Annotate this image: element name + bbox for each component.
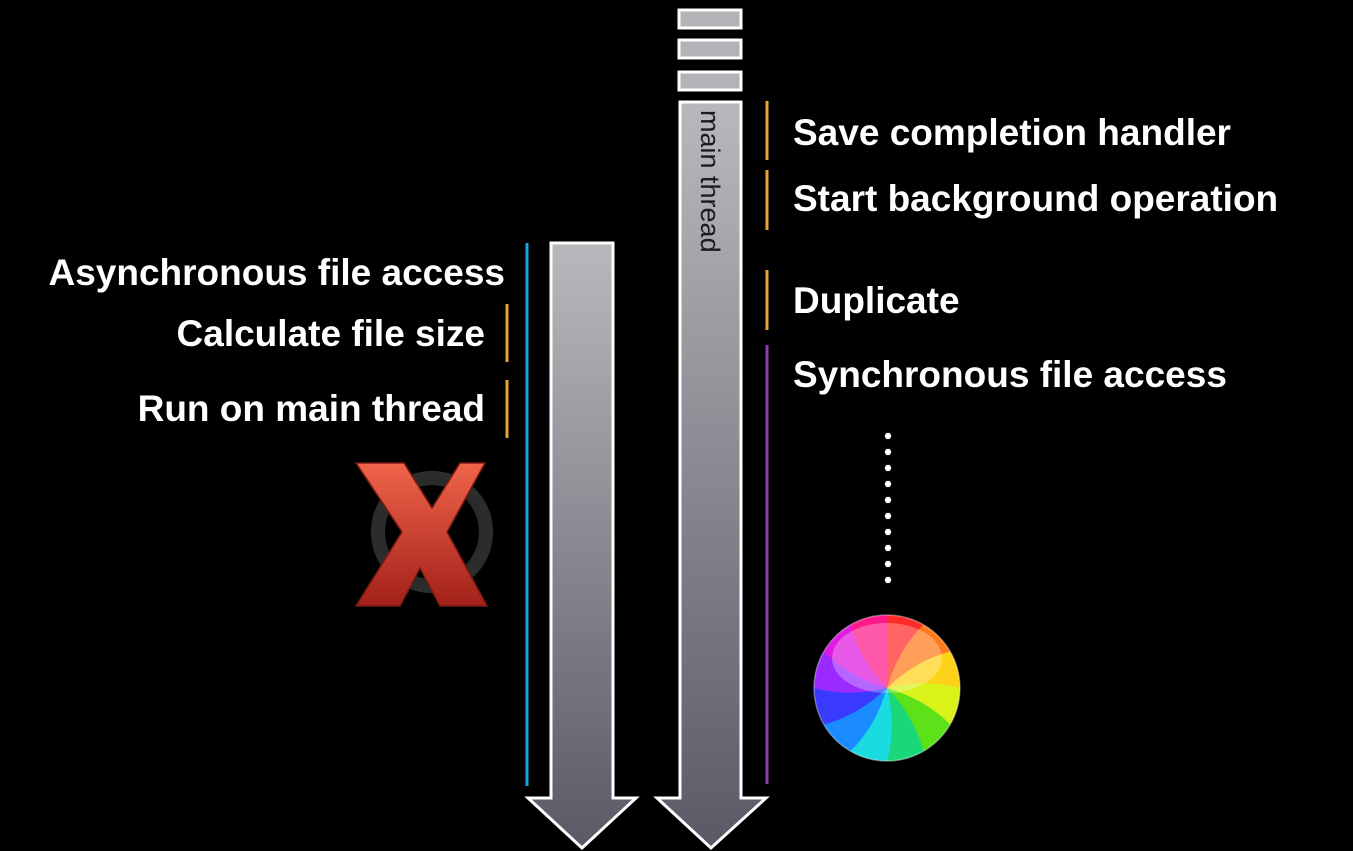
synchronous-file-access-label: Synchronous file access xyxy=(793,354,1227,395)
duplicate-label: Duplicate xyxy=(793,280,960,321)
save-completion-handler-label: Save completion handler xyxy=(793,112,1231,153)
run-on-main-thread-label: Run on main thread xyxy=(137,388,485,429)
spinning-wait-cursor-icon xyxy=(813,614,961,762)
queued-block xyxy=(677,38,743,60)
calculate-file-size-label: Calculate file size xyxy=(176,313,485,354)
cancel-x-icon xyxy=(354,462,493,607)
background-queue-arrow xyxy=(524,241,640,851)
start-background-operation-label: Start background operation xyxy=(793,178,1279,219)
main-thread-arrow xyxy=(653,100,770,851)
async-file-access-label: Asynchronous file access xyxy=(48,252,505,293)
queued-blocks xyxy=(677,8,743,92)
main-thread-label: main thread xyxy=(695,110,725,253)
ellipsis-dots xyxy=(884,432,892,584)
queued-block xyxy=(677,70,743,92)
queued-block xyxy=(677,8,743,30)
